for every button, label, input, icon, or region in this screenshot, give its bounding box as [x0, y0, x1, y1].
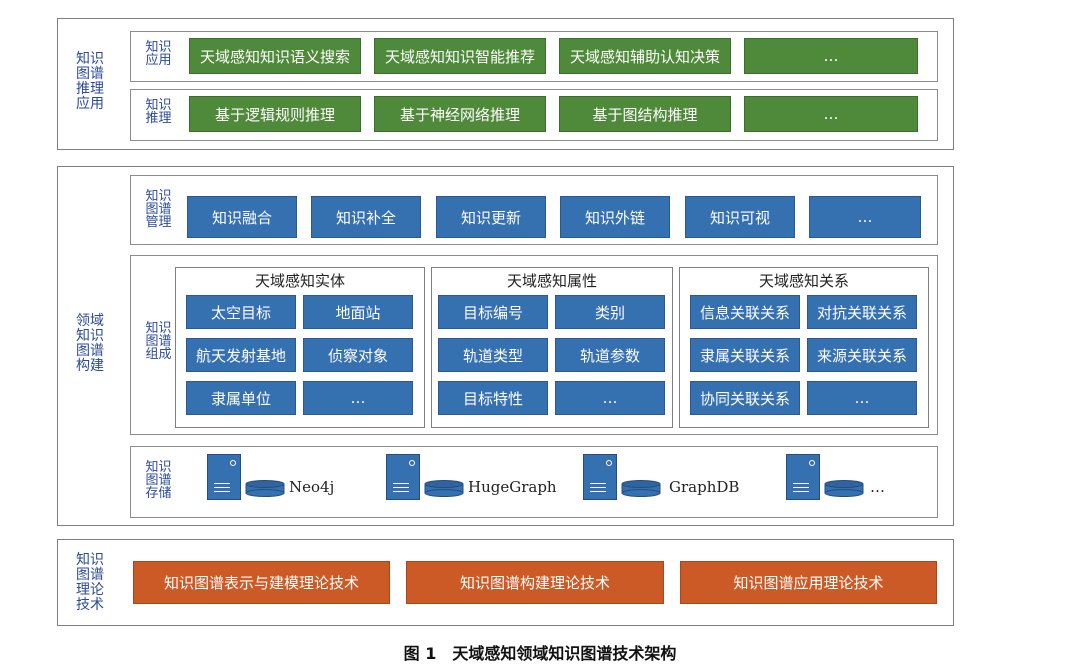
theory-item-application: 知识图谱应用理论技术: [680, 561, 937, 604]
storage-item-more: …: [870, 478, 885, 496]
reasoning-application-label: 知识 图谱 推理 应用: [76, 51, 104, 112]
storage-item-graphdb: GraphDB: [669, 478, 740, 496]
app-item-smart-recommend: 天域感知知识智能推荐: [374, 38, 546, 74]
figure-caption: 图 1 天域感知领域知识图谱技术架构: [403, 644, 677, 663]
server-icon: [583, 454, 617, 500]
rel-item-more: …: [807, 381, 917, 415]
rel-item-cooperation: 协同关联关系: [690, 381, 800, 415]
server-icon: [207, 454, 241, 500]
server-icon: [786, 454, 820, 500]
storage-item-neo4j: Neo4j: [289, 478, 335, 496]
theory-item-construction: 知识图谱构建理论技术: [406, 561, 664, 604]
attr-item-category: 类别: [555, 295, 665, 329]
database-icon: [424, 480, 464, 497]
attr-item-orbit-params: 轨道参数: [555, 338, 665, 372]
mgmt-item-more: …: [809, 196, 921, 238]
reason-item-logic-rule: 基于逻辑规则推理: [189, 96, 361, 132]
attr-item-target-features: 目标特性: [438, 381, 548, 415]
database-icon: [824, 480, 864, 497]
kg-management-row: 知识 图谱 管理 知识融合 知识补全 知识更新 知识外链 知识可视 …: [130, 175, 938, 245]
relation-group: 天域感知关系 信息关联关系 对抗关联关系 隶属关联关系 来源关联关系 协同关联关…: [679, 267, 929, 428]
kg-construction-layer: 领域 知识 图谱 构建 知识 图谱 管理 知识融合 知识补全 知识更新 知识外链…: [57, 166, 954, 526]
rel-item-source: 来源关联关系: [807, 338, 917, 372]
app-item-decision-support: 天域感知辅助认知决策: [559, 38, 731, 74]
kg-construction-label: 领域 知识 图谱 构建: [76, 313, 104, 374]
reason-item-more: …: [744, 96, 918, 132]
relation-group-title: 天域感知关系: [758, 272, 849, 290]
reason-item-neural-net: 基于神经网络推理: [374, 96, 546, 132]
app-item-more: …: [744, 38, 918, 74]
attr-item-more: …: [555, 381, 665, 415]
entity-item-recon-target: 侦察对象: [303, 338, 413, 372]
kg-management-label: 知识 图谱 管理: [145, 189, 172, 230]
knowledge-reasoning-label: 知识 推理: [145, 98, 172, 126]
attr-item-target-id: 目标编号: [438, 295, 548, 329]
mgmt-item-fusion: 知识融合: [187, 196, 297, 238]
entity-item-more: …: [303, 381, 413, 415]
knowledge-reasoning-row: 知识 推理 基于逻辑规则推理 基于神经网络推理 基于图结构推理 …: [130, 89, 938, 141]
mgmt-item-completion: 知识补全: [311, 196, 421, 238]
theory-item-representation: 知识图谱表示与建模理论技术: [133, 561, 390, 604]
entity-group: 天域感知实体 太空目标 地面站 航天发射基地 侦察对象 隶属单位 …: [175, 267, 425, 428]
knowledge-application-row: 知识 应用 天域感知知识语义搜索 天域感知知识智能推荐 天域感知辅助认知决策 …: [130, 31, 938, 82]
entity-group-title: 天域感知实体: [254, 272, 345, 290]
app-item-semantic-search: 天域感知知识语义搜索: [189, 38, 361, 74]
knowledge-application-label: 知识 应用: [145, 40, 172, 68]
mgmt-item-visualize: 知识可视: [685, 196, 795, 238]
entity-item-launch-base: 航天发射基地: [186, 338, 296, 372]
reasoning-application-layer: 知识 图谱 推理 应用 知识 应用 天域感知知识语义搜索 天域感知知识智能推荐 …: [57, 18, 954, 150]
attribute-group-title: 天域感知属性: [506, 272, 597, 290]
mgmt-item-external-link: 知识外链: [560, 196, 670, 238]
kg-composition-label: 知识 图谱 组成: [145, 321, 172, 362]
entity-item-space-target: 太空目标: [186, 295, 296, 329]
database-icon: [245, 480, 285, 497]
attribute-group: 天域感知属性 目标编号 类别 轨道类型 轨道参数 目标特性 …: [431, 267, 673, 428]
attr-item-orbit-type: 轨道类型: [438, 338, 548, 372]
server-icon: [386, 454, 420, 500]
database-icon: [621, 480, 661, 497]
rel-item-affiliation: 隶属关联关系: [690, 338, 800, 372]
theory-technology-layer: 知识 图谱 理论 技术 知识图谱表示与建模理论技术 知识图谱构建理论技术 知识图…: [57, 539, 954, 626]
mgmt-item-update: 知识更新: [436, 196, 546, 238]
kg-storage-row: 知识 图谱 存储 Neo4j HugeGraph GraphDB: [130, 446, 938, 518]
rel-item-info: 信息关联关系: [690, 295, 800, 329]
entity-item-ground-station: 地面站: [303, 295, 413, 329]
storage-item-hugegraph: HugeGraph: [468, 478, 557, 496]
reason-item-graph-structure: 基于图结构推理: [559, 96, 731, 132]
kg-storage-label: 知识 图谱 存储: [145, 460, 172, 501]
theory-technology-label: 知识 图谱 理论 技术: [76, 552, 104, 613]
entity-item-affiliated-unit: 隶属单位: [186, 381, 296, 415]
rel-item-confront: 对抗关联关系: [807, 295, 917, 329]
kg-composition-row: 知识 图谱 组成 天域感知实体 太空目标 地面站 航天发射基地 侦察对象 隶属单…: [130, 255, 938, 435]
